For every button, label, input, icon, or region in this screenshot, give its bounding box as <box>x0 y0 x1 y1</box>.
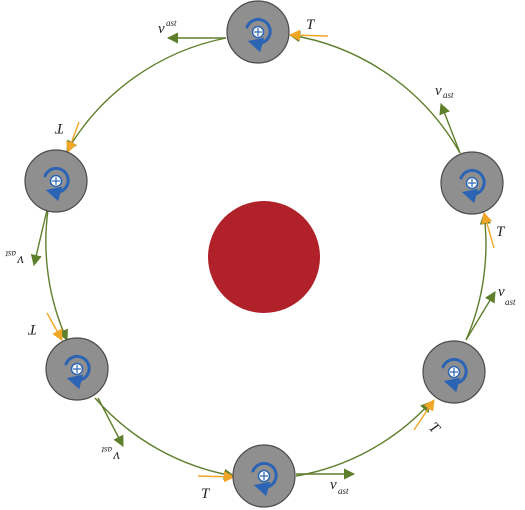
crosshair-hub-icon <box>51 176 62 187</box>
tension-label: T <box>201 486 211 502</box>
tension-label: T <box>27 321 37 337</box>
velocity-subscript: ast <box>101 445 112 455</box>
satellite-module <box>25 150 87 212</box>
velocity-symbol: v <box>435 83 442 99</box>
velocity-arrow <box>34 210 47 265</box>
velocity-symbol: v <box>498 284 505 300</box>
crosshair-hub-icon <box>253 27 264 38</box>
velocity-subscript: ast <box>166 18 177 28</box>
velocity-subscript: ast <box>505 297 516 307</box>
velocity-label: v ast <box>435 83 454 100</box>
tension-label: T <box>425 420 443 438</box>
satellite-module <box>227 1 289 63</box>
tension-label: T <box>54 120 64 136</box>
orbit-arc <box>466 214 486 340</box>
tension-arrow <box>198 476 234 477</box>
velocity-symbol: v <box>330 477 337 493</box>
orbit-arc <box>46 210 67 340</box>
satellite-module <box>233 445 295 507</box>
velocity-symbol: v <box>113 448 120 464</box>
velocity-symbol: v <box>158 21 165 37</box>
satellite-module <box>423 341 485 403</box>
planet <box>208 201 320 313</box>
velocity-label: v ast <box>330 477 349 496</box>
orbit-arc <box>296 402 431 476</box>
crosshair-hub-icon <box>259 471 270 482</box>
orbit-arc <box>67 38 226 151</box>
velocity-symbol: v <box>17 252 24 268</box>
velocity-subscript: ast <box>338 486 349 496</box>
satellite-module <box>46 338 108 400</box>
velocity-arrow <box>466 292 495 340</box>
tension-arrow <box>68 122 79 152</box>
tension-arrow <box>47 313 62 340</box>
crosshair-hub-icon <box>467 178 478 189</box>
satellite-module <box>441 152 503 214</box>
velocity-label: v ast <box>101 445 120 464</box>
tension-label: T <box>306 17 316 33</box>
tension-label: T <box>496 224 506 240</box>
velocity-label: v ast <box>498 284 516 307</box>
crosshair-hub-icon <box>72 364 83 375</box>
velocity-subscript: ast <box>443 90 454 100</box>
velocity-label: v ast <box>158 18 177 37</box>
crosshair-hub-icon <box>449 367 460 378</box>
tension-arrow <box>290 35 328 36</box>
velocity-label: v ast <box>5 249 24 268</box>
velocity-subscript: ast <box>5 249 16 259</box>
